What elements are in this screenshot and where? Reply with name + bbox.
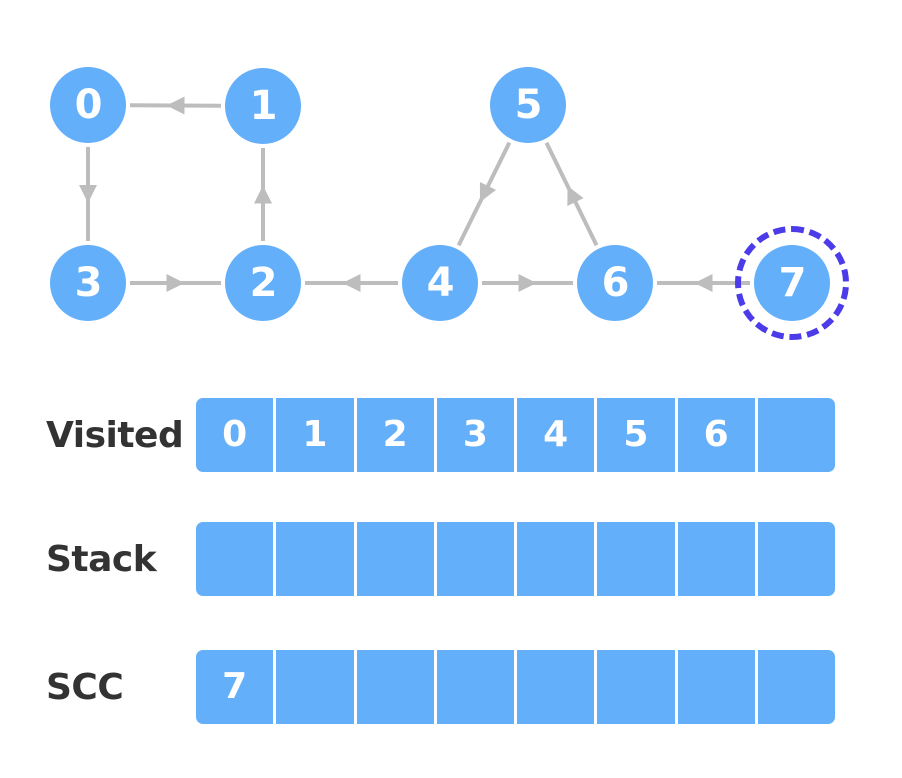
- array-cell-visited-5[interactable]: 5: [597, 398, 678, 472]
- array-cell-visited-1[interactable]: 1: [276, 398, 357, 472]
- graph-edges-layer: [79, 96, 750, 292]
- edge-arrowhead-7-to-6: [694, 274, 713, 292]
- graph-node-7[interactable]: 7: [754, 245, 830, 321]
- node-highlight-ring-7: [735, 226, 849, 340]
- graph-diagram: 0 1 2 3 4 5 6 7: [0, 0, 902, 380]
- array-cell-visited-2[interactable]: 2: [356, 398, 437, 472]
- edge-arrowhead-0-to-3: [79, 185, 97, 203]
- array-cell-visited-3[interactable]: 3: [436, 398, 517, 472]
- array-cells-stack: [196, 522, 835, 596]
- edge-arrowhead-4-to-6: [518, 274, 537, 292]
- array-cell-stack-5[interactable]: [597, 522, 678, 596]
- array-cell-scc-0[interactable]: 7: [196, 650, 277, 724]
- array-cell-scc-6[interactable]: [677, 650, 758, 724]
- array-cell-visited-0[interactable]: 0: [196, 398, 277, 472]
- graph-node-2[interactable]: 2: [225, 245, 301, 321]
- array-cell-visited-6[interactable]: 6: [677, 398, 758, 472]
- graph-node-6[interactable]: 6: [577, 245, 653, 321]
- array-cell-scc-3[interactable]: [436, 650, 517, 724]
- edge-arrowhead-1-to-0: [166, 96, 185, 115]
- edge-arrowhead-4-to-2: [342, 274, 361, 292]
- array-cell-stack-3[interactable]: [436, 522, 517, 596]
- edge-arrowhead-5-to-4: [479, 181, 497, 203]
- array-cell-scc-1[interactable]: [276, 650, 357, 724]
- array-cell-visited-7[interactable]: [757, 398, 835, 472]
- array-cell-stack-4[interactable]: [517, 522, 598, 596]
- array-row-scc: SCC 7: [0, 650, 835, 724]
- array-cell-stack-1[interactable]: [276, 522, 357, 596]
- array-label-scc: SCC: [46, 666, 124, 708]
- array-cell-stack-0[interactable]: [196, 522, 277, 596]
- array-cell-scc-5[interactable]: [597, 650, 678, 724]
- array-cells-scc: 7: [196, 650, 835, 724]
- array-cell-scc-4[interactable]: [517, 650, 598, 724]
- graph-node-1[interactable]: 1: [225, 68, 301, 144]
- graph-node-5[interactable]: 5: [490, 67, 566, 143]
- graph-node-4[interactable]: 4: [402, 245, 478, 321]
- array-cell-visited-4[interactable]: 4: [517, 398, 598, 472]
- edge-arrowhead-2-to-1: [254, 185, 272, 204]
- edge-arrowhead-3-to-2: [166, 274, 185, 292]
- array-label-visited: Visited: [46, 414, 184, 456]
- array-cell-scc-7[interactable]: [757, 650, 835, 724]
- array-row-stack: Stack: [0, 522, 835, 596]
- graph-node-3[interactable]: 3: [50, 245, 126, 321]
- array-cell-scc-2[interactable]: [356, 650, 437, 724]
- graph-node-0[interactable]: 0: [50, 67, 126, 143]
- array-cell-stack-6[interactable]: [677, 522, 758, 596]
- array-cell-stack-7[interactable]: [757, 522, 835, 596]
- edge-arrowhead-6-to-5: [567, 185, 584, 207]
- array-cell-stack-2[interactable]: [356, 522, 437, 596]
- array-label-stack: Stack: [46, 538, 157, 580]
